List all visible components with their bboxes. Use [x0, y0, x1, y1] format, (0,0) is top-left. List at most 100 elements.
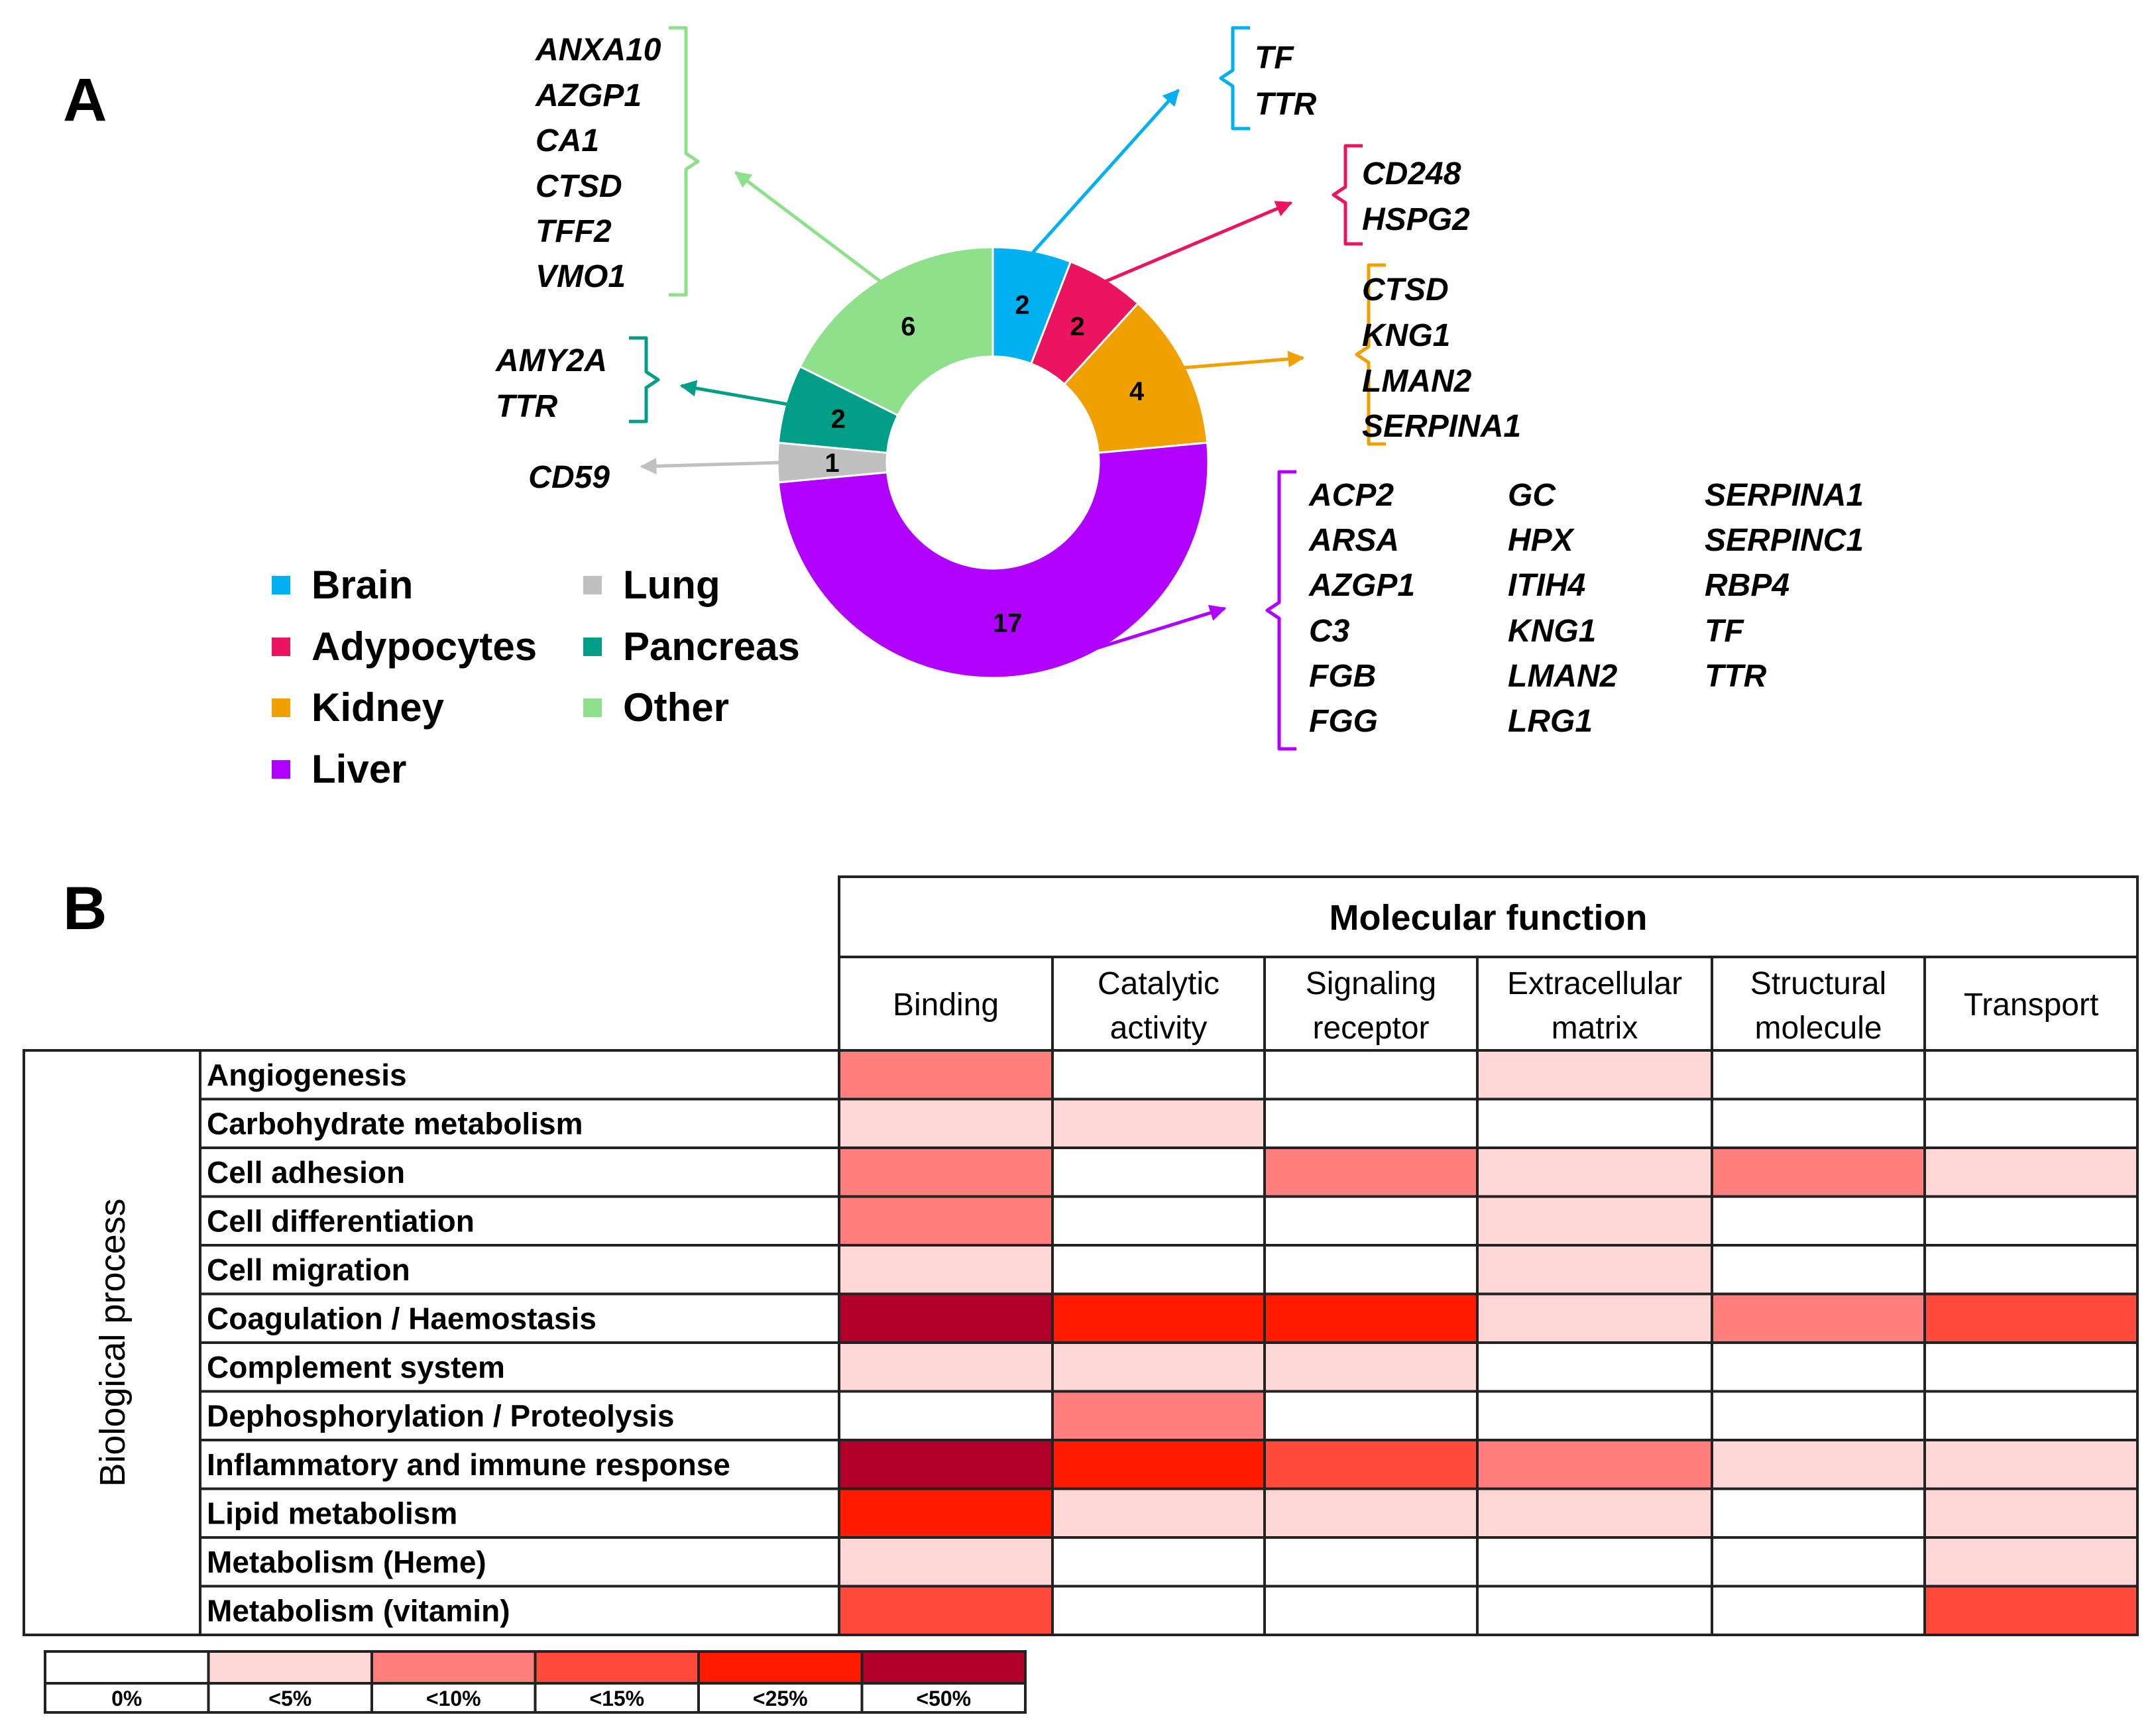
heatmap-cell	[1477, 1050, 1712, 1099]
heatmap-cell	[1265, 1343, 1477, 1392]
legend-swatch	[272, 576, 290, 594]
heatmap-cell	[839, 1050, 1052, 1099]
annotation-bracket-adypocytes	[1332, 144, 1363, 246]
heatmap-cell	[1925, 1391, 2137, 1440]
annotation-bracket-kidney	[1355, 263, 1386, 446]
scale-item-2: <10%	[370, 1650, 537, 1714]
heatmap-cell	[839, 1537, 1052, 1587]
scale-item-3: <15%	[534, 1650, 700, 1714]
heatmap-cell	[1712, 1586, 1925, 1635]
gene-label: SERPINC1	[1705, 523, 1864, 558]
row-header-cell-adhesion: Cell adhesion	[207, 1155, 405, 1190]
heatmap-cell	[1712, 1196, 1925, 1245]
heatmap-cell	[1712, 1440, 1925, 1489]
heatmap-cell	[1477, 1391, 1712, 1440]
heatmap-cell	[1925, 1196, 2137, 1245]
legend-item-adypocytes: Adypocytes	[272, 624, 537, 669]
scale-label-box	[860, 1682, 1027, 1714]
heatmap-cell	[839, 1196, 1052, 1245]
heatmap-cell	[1052, 1245, 1265, 1294]
heatmap-cell	[1265, 1245, 1477, 1294]
row-header-cell-differentiation: Cell differentiation	[207, 1203, 475, 1238]
heatmap-cell	[1052, 1294, 1265, 1343]
row-header-metabolism-vitamin: Metabolism (vitamin)	[207, 1593, 510, 1628]
heatmap-cell	[1265, 1294, 1477, 1343]
row-header-inflammatory-and-immune-response: Inflammatory and immune response	[207, 1447, 730, 1482]
heatmap-cell	[1925, 1440, 2137, 1489]
annotation-pancreas: AMY2A TTR	[495, 336, 789, 424]
gene-label: CD59	[528, 460, 610, 495]
slice-value-other: 6	[901, 312, 915, 341]
heatmap-cell	[1052, 1488, 1265, 1537]
heatmap-cell	[1477, 1099, 1712, 1148]
legend-label: Liver	[312, 747, 406, 791]
legend-swatch	[583, 638, 602, 656]
donut-slice-liver	[778, 443, 1208, 678]
gene-label: TFF2	[536, 214, 612, 249]
heatmap-cell	[1052, 1391, 1265, 1440]
legend-item-pancreas: Pancreas	[583, 624, 800, 669]
column-header-transport: Transport	[1964, 987, 2099, 1023]
scale-label: 0%	[111, 1687, 142, 1710]
heatmap-cell	[1265, 1586, 1477, 1635]
gene-label: KNG1	[1362, 318, 1450, 353]
annotation-arrow-pancreas	[679, 380, 789, 406]
annotation-liver: ACP2ARSAAZGP1C3FGBFGGGCHPXITIH4KNG1LMAN2…	[1011, 470, 1864, 751]
scale-label: <5%	[268, 1687, 312, 1710]
heatmap-cell	[1052, 1537, 1265, 1587]
heatmap-cell	[1052, 1099, 1265, 1148]
scale-label-box	[207, 1682, 373, 1714]
heatmap-column-title: Molecular function	[1329, 898, 1647, 938]
heatmap-cell	[1052, 1050, 1265, 1099]
slice-value-kidney: 4	[1129, 377, 1145, 406]
scale-label: <15%	[589, 1687, 644, 1710]
heatmap-cell	[1477, 1294, 1712, 1343]
gene-label: SERPINA1	[1362, 409, 1521, 444]
row-header-carbohydrate-metabolism: Carbohydrate metabolism	[207, 1106, 583, 1141]
slice-value-brain: 2	[1015, 291, 1029, 320]
gene-label: KNG1	[1508, 614, 1596, 649]
annotation-arrow-brain	[1031, 89, 1180, 255]
heatmap-cell	[839, 1440, 1052, 1489]
heatmap-cell	[1265, 1099, 1477, 1148]
heatmap-cell	[1712, 1391, 1925, 1440]
heatmap-cell	[1925, 1099, 2137, 1148]
legend-swatch	[272, 760, 290, 779]
scale-swatch	[534, 1650, 700, 1685]
heatmap-cell	[1925, 1343, 2137, 1392]
legend-item-brain: Brain	[272, 563, 413, 607]
gene-label: VMO1	[536, 259, 626, 294]
gene-annotations: TFTTRCD248HSPG2CTSDKNG1LMAN2SERPINA1ACP2…	[495, 26, 1864, 751]
heatmap-cell	[1712, 1050, 1925, 1099]
row-header-metabolism-heme: Metabolism (Heme)	[207, 1545, 486, 1579]
slice-value-lung: 1	[824, 449, 839, 478]
scale-label-box	[370, 1682, 537, 1714]
scale-item-0: 0%	[44, 1650, 210, 1714]
heatmap-cell	[1265, 1196, 1477, 1245]
gene-label: ANXA10	[535, 32, 661, 68]
gene-label: RBP4	[1705, 568, 1789, 603]
legend-item-liver: Liver	[272, 747, 406, 791]
gene-label: TTR	[496, 389, 558, 424]
heatmap-cell	[1712, 1245, 1925, 1294]
heatmap-cell	[1477, 1148, 1712, 1197]
gene-label: AMY2A	[495, 343, 607, 378]
slice-value-adypocytes: 2	[1070, 312, 1085, 341]
row-header-complement-system: Complement system	[207, 1350, 505, 1384]
legend-label: Adypocytes	[312, 624, 537, 669]
scale-label-box	[697, 1682, 864, 1714]
gene-label: AZGP1	[1308, 568, 1415, 603]
scale-swatch	[207, 1650, 373, 1685]
heatmap-cell	[1052, 1343, 1265, 1392]
legend-item-lung: Lung	[583, 563, 720, 607]
heatmap-cell	[1052, 1148, 1265, 1197]
legend-swatch	[583, 576, 602, 594]
annotation-bracket-brain	[1219, 26, 1250, 131]
gene-label: FGB	[1309, 659, 1376, 694]
donut-slice-other	[799, 246, 994, 417]
scale-swatch	[860, 1650, 1027, 1685]
